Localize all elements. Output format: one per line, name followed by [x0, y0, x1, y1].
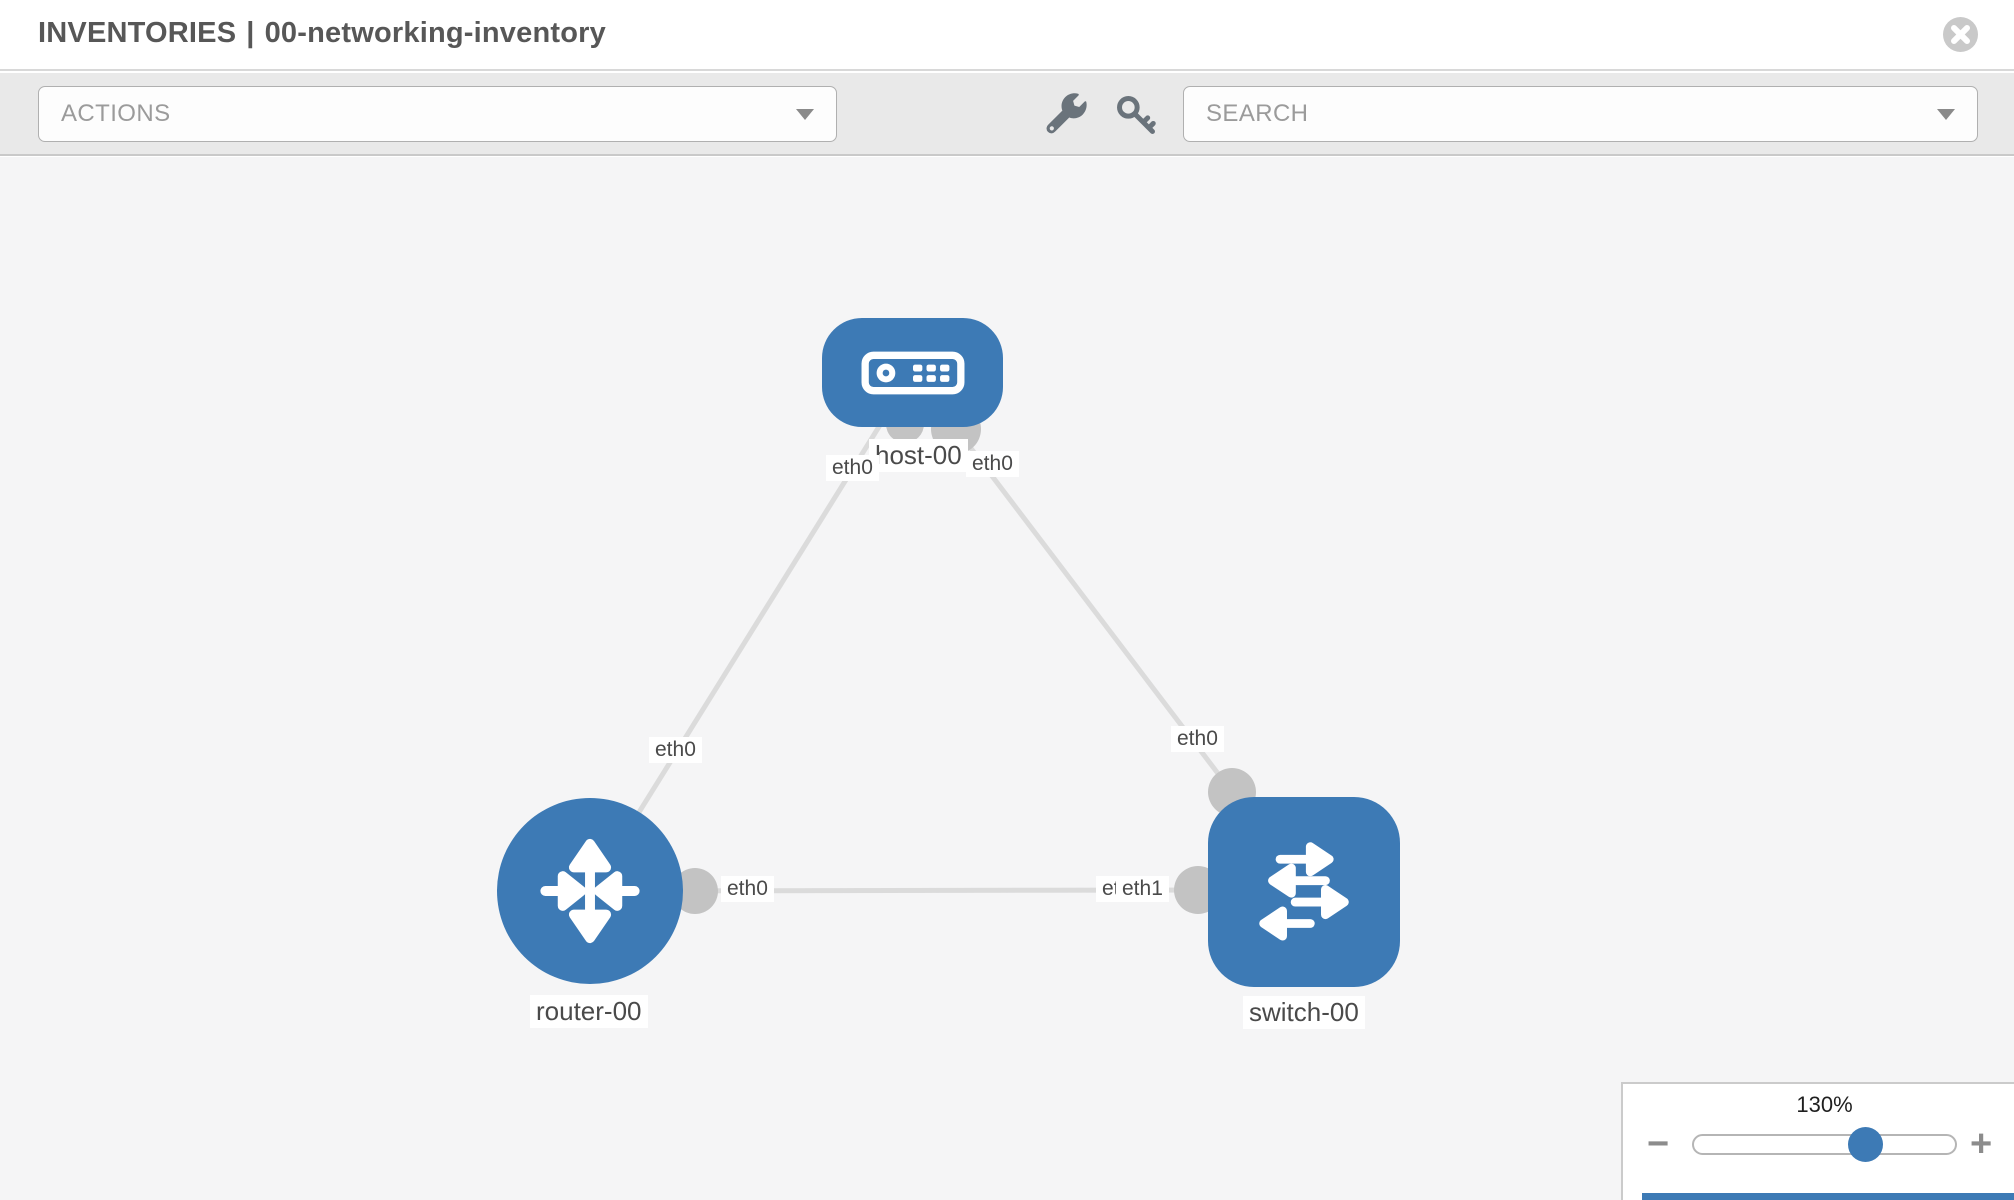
interface-label-host-eth0-right: eth0: [966, 451, 1019, 477]
close-icon: [1943, 17, 1978, 52]
interface-label-host-eth0-left: eth0: [826, 455, 879, 481]
interface-label-switch-eth1: eth1: [1116, 876, 1169, 902]
interface-label-switch-eth0-top: eth0: [1171, 726, 1224, 752]
interface-dots: [672, 404, 1256, 914]
node-router-00[interactable]: [497, 798, 683, 984]
router-arrows-icon: [540, 838, 640, 944]
interface-label-router-eth0-right: eth0: [721, 876, 774, 902]
header: INVENTORIES | 00-networking-inventory: [0, 0, 2014, 71]
zoom-slider-track[interactable]: [1692, 1134, 1957, 1155]
page-title-name: 00-networking-inventory: [264, 17, 606, 49]
zoom-in-button[interactable]: +: [1970, 1123, 1993, 1165]
server-icon: [861, 351, 964, 394]
actions-dropdown-label: ACTIONS: [61, 100, 171, 127]
bottom-accent-bar: [1642, 1193, 2014, 1200]
switch-arrows-icon: [1259, 842, 1349, 941]
node-label-host-00: host-00: [869, 439, 968, 472]
node-label-router-00: router-00: [530, 995, 648, 1028]
zoom-level-value: 130%: [1796, 1092, 1853, 1117]
node-host-00[interactable]: [822, 318, 1003, 427]
topology-links-layer: [587, 370, 1256, 914]
page-title: INVENTORIES | 00-networking-inventory: [38, 17, 606, 50]
key-icon: [1117, 96, 1156, 134]
page-title-prefix: INVENTORIES: [38, 17, 237, 49]
search-dropdown-label: SEARCH: [1206, 100, 1309, 127]
chevron-down-icon: [1937, 108, 1955, 120]
credentials-button[interactable]: [1113, 92, 1159, 138]
close-button[interactable]: [1942, 16, 1979, 53]
zoom-out-button[interactable]: −: [1647, 1123, 1670, 1165]
chevron-down-icon: [796, 108, 814, 120]
page-title-separator: |: [246, 17, 255, 49]
topology-canvas[interactable]: host-00 router-00 switch-00 eth0 eth0 et…: [0, 157, 2014, 1200]
interface-label-router-eth0-top: eth0: [649, 737, 702, 763]
search-dropdown[interactable]: SEARCH: [1183, 86, 1978, 142]
configure-button[interactable]: [1043, 92, 1089, 138]
interface-dot[interactable]: [672, 868, 718, 914]
wrench-icon: [1046, 93, 1087, 134]
node-label-switch-00: switch-00: [1243, 996, 1365, 1029]
zoom-slider-handle[interactable]: [1848, 1127, 1883, 1162]
node-switch-00[interactable]: [1208, 797, 1400, 987]
zoom-control-panel: 130% − +: [1621, 1082, 2014, 1200]
actions-dropdown[interactable]: ACTIONS: [38, 86, 837, 142]
